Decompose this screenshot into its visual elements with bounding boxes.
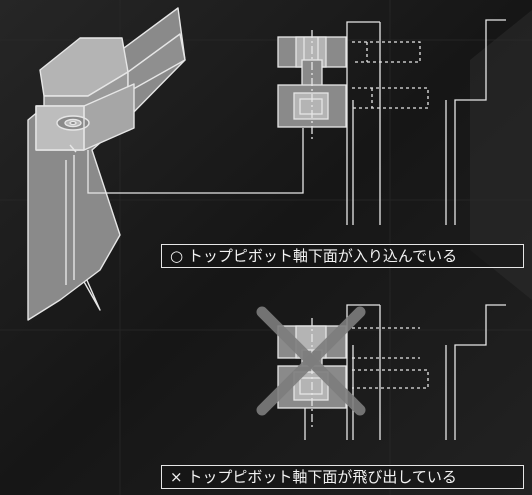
leader-line <box>87 128 304 194</box>
caption-correct: ○ トップピボット軸下面が入り込んでいる <box>161 244 524 268</box>
caption-incorrect: × トップピボット軸下面が飛び出している <box>161 465 524 489</box>
x-cross-icon <box>256 306 366 416</box>
section-view-correct <box>277 19 506 225</box>
door-corner-illustration <box>27 7 186 321</box>
